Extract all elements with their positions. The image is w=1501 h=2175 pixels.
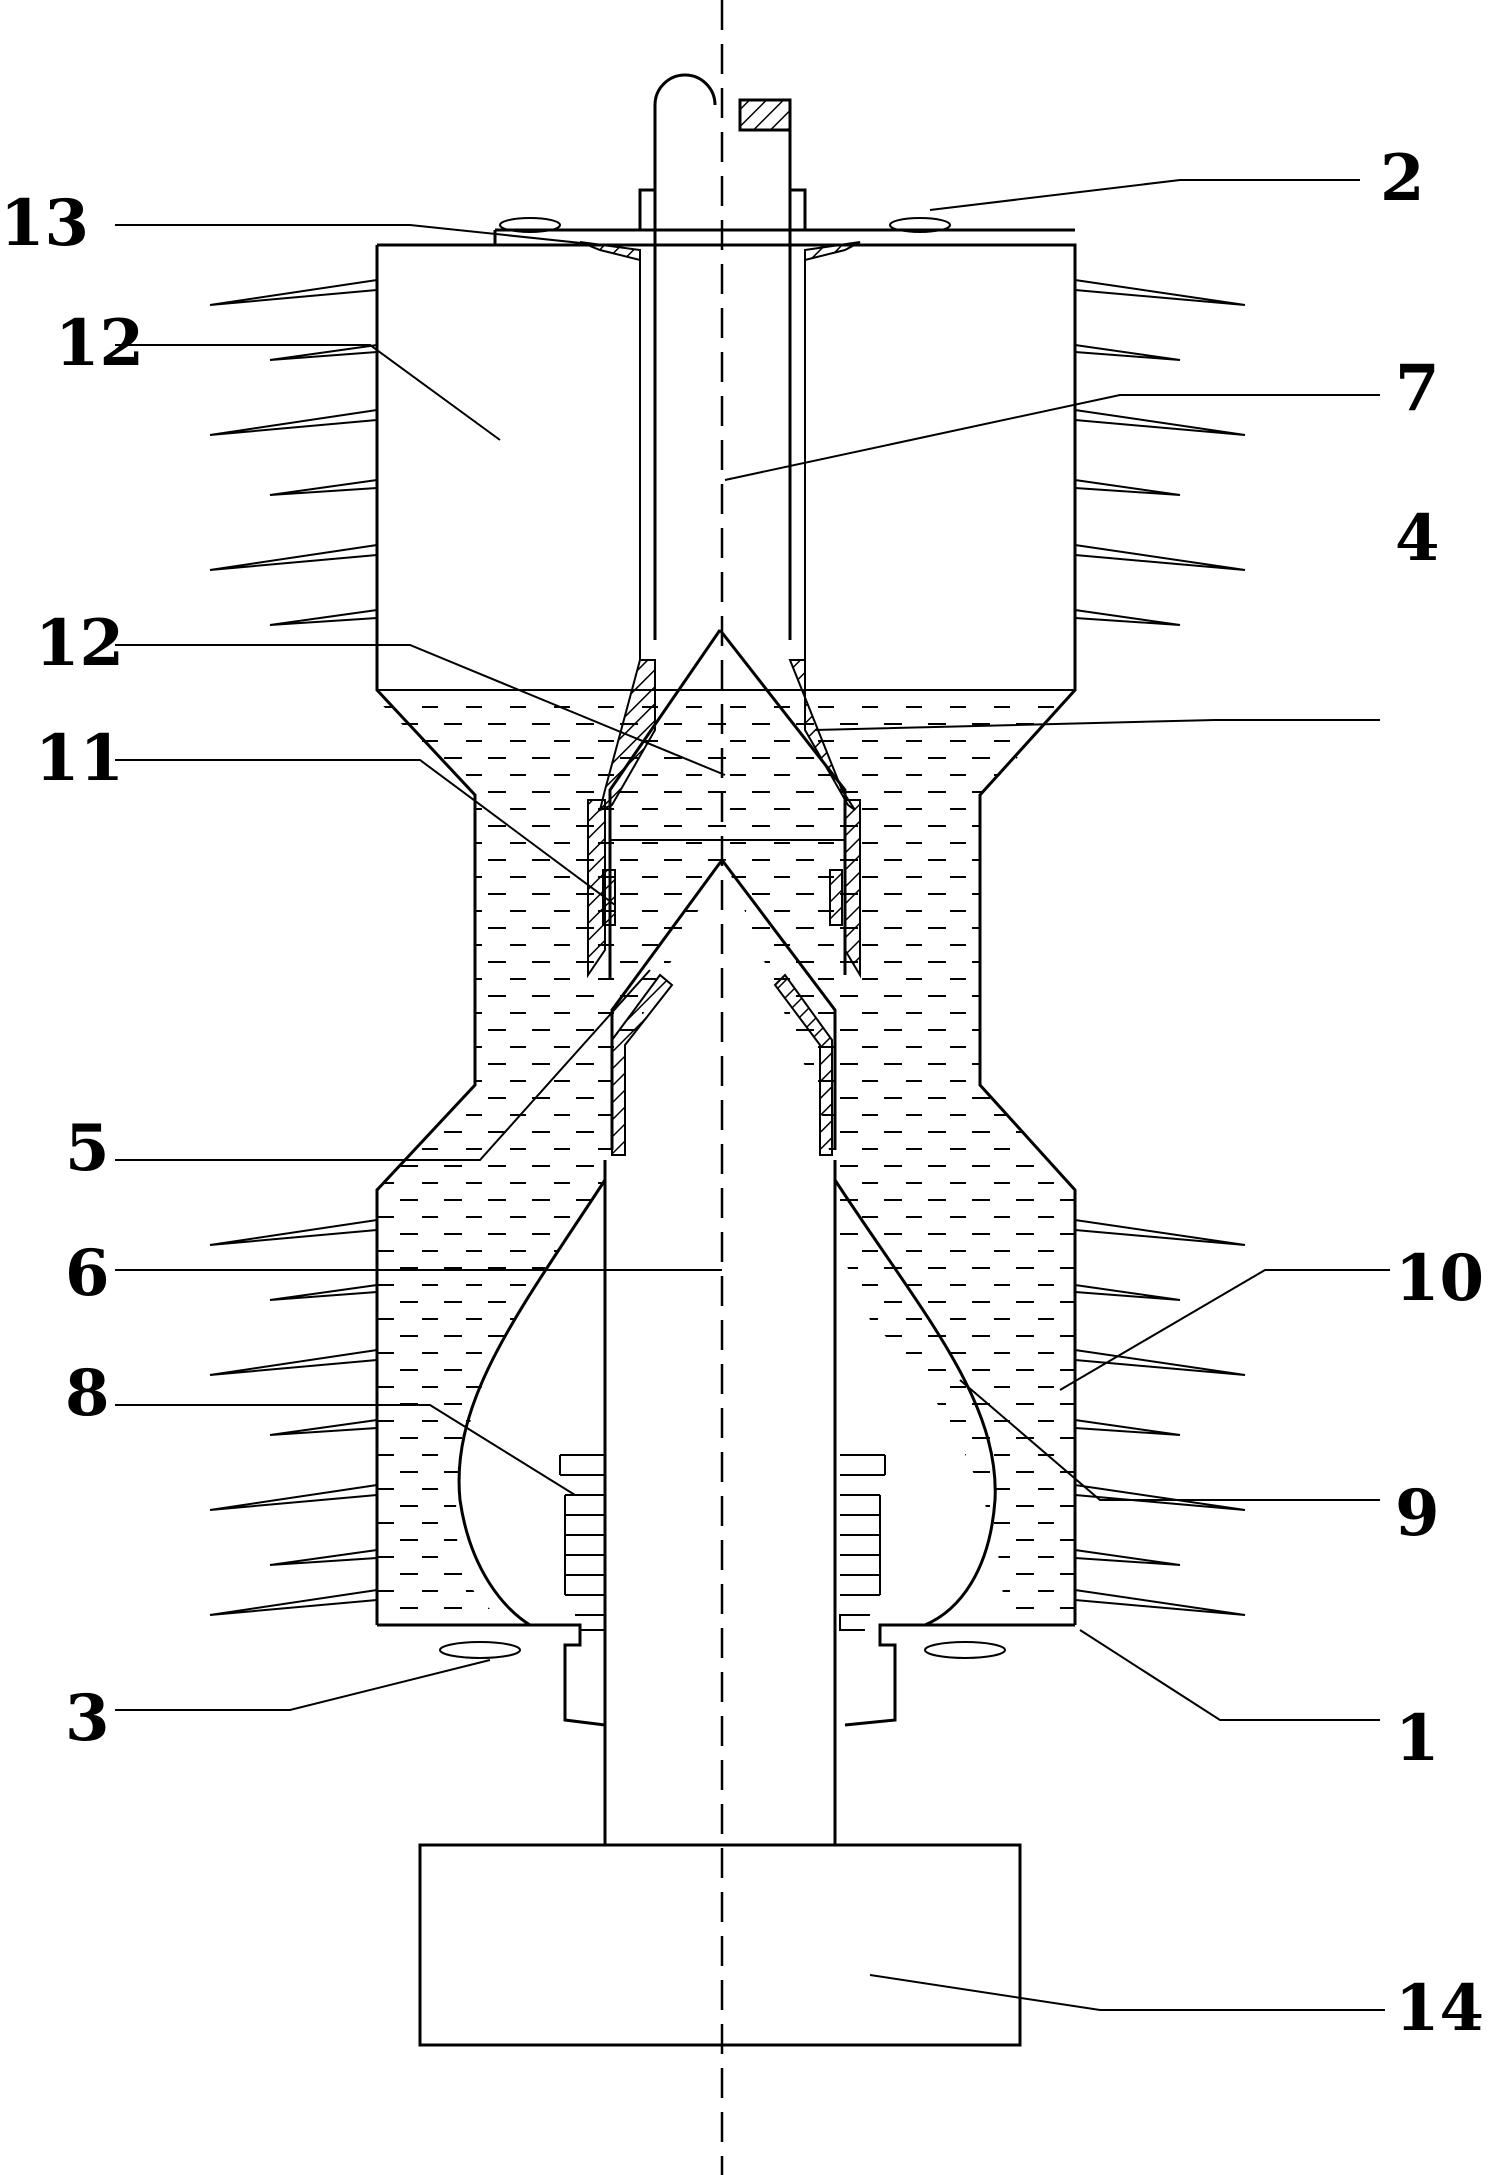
top-bolt-right — [889, 217, 951, 233]
lower-sheds-left — [209, 1219, 378, 1616]
conductor-top-cap — [738, 98, 792, 132]
lower-conductor — [603, 1160, 837, 1845]
label-7: 7 — [1395, 351, 1440, 426]
bellows-left — [559, 1454, 606, 1631]
upper-cone-end-left — [587, 799, 606, 979]
label-13: 13 — [0, 186, 89, 261]
liquid-fill — [377, 690, 1075, 1625]
label-8: 8 — [65, 1356, 110, 1431]
flange-bolt-right — [924, 1641, 1006, 1659]
contact-right — [829, 869, 843, 926]
label-12-middle: 12 — [35, 606, 124, 681]
label-9: 9 — [1395, 1476, 1440, 1551]
label-10: 10 — [1395, 1241, 1484, 1316]
bellows-right — [839, 1454, 886, 1631]
upper-conductor — [653, 73, 792, 640]
label-14: 14 — [1395, 1971, 1484, 2046]
label-4: 4 — [1395, 501, 1440, 576]
flange-bolt-left — [439, 1641, 521, 1659]
top-bolt-left — [499, 217, 561, 233]
label-3: 3 — [65, 1681, 110, 1756]
leader-lines — [115, 179, 1390, 2011]
label-2: 2 — [1380, 141, 1425, 216]
base-box — [418, 1843, 1022, 2047]
label-1: 1 — [1395, 1701, 1440, 1776]
stress-cone-bulb — [457, 1179, 997, 1627]
label-5: 5 — [65, 1111, 110, 1186]
upper-sheds-left — [209, 279, 378, 626]
lower-cone-hatch-left — [611, 973, 674, 1156]
upper-cone-end-right — [844, 799, 861, 979]
inner-tube-upper — [639, 260, 806, 660]
label-11: 11 — [35, 721, 124, 796]
lower-cone-hatch-right — [773, 973, 833, 1156]
lower-sheds-right — [1074, 1219, 1246, 1616]
bottom-flange — [377, 1623, 1075, 1727]
upper-housing — [375, 243, 1077, 1625]
label-12-upper: 12 — [55, 306, 144, 381]
top-cap — [493, 188, 1075, 245]
contact-left — [602, 869, 616, 926]
label-6: 6 — [65, 1236, 110, 1311]
upper-sheds-right — [1074, 279, 1246, 626]
